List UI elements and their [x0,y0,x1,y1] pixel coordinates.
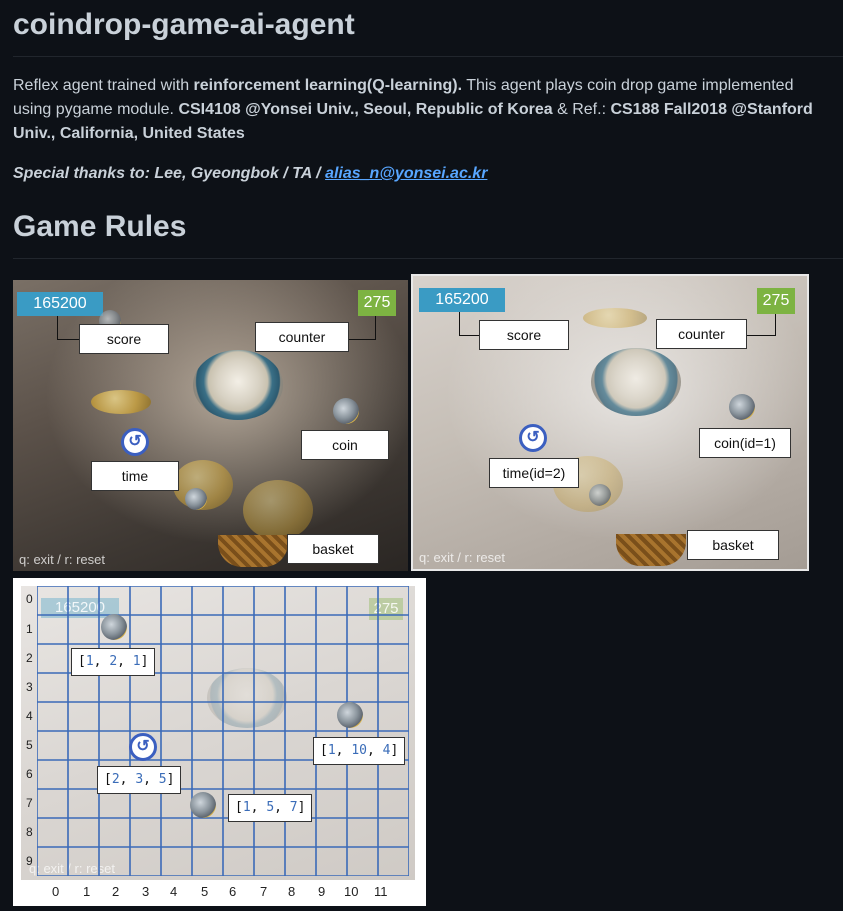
row-label: 7 [26,796,33,810]
desc-bold-1: reinforcement learning(Q-learning). [193,77,463,94]
pile-coin-icon [243,480,313,540]
time-clock-icon: ↺ [129,733,157,761]
time-label: time [91,461,179,491]
coord-label-time: [2, 3, 5] [97,766,182,794]
col-label: 7 [260,884,268,899]
coin-icon [729,394,755,420]
score-label: score [479,320,569,350]
col-label: 3 [142,884,150,899]
falling-coin-icon [91,390,151,414]
score-connector [57,316,58,340]
thanks-text: Special thanks to: Lee, Gyeongbok / TA / [13,165,326,182]
counter-connector [775,314,776,336]
title-divider [13,56,843,57]
col-label: 1 [83,884,91,899]
time-clock-icon: ↺ [519,424,547,452]
desc-bold-3: CS188 Fall2018 @Stanford Univ., Californ… [13,101,813,142]
coin-icon [101,614,127,640]
row-label: 5 [26,738,33,752]
score-display: 165200 [17,292,103,316]
email-link[interactable]: alias_n@yonsei.ac.kr [325,165,488,182]
big-coin-icon [207,668,287,728]
grid-coordinate-panel: 165200 275 q: exit / r: reset 0 1 2 3 4 … [13,578,426,906]
counter-connector [747,335,775,336]
counter-display: 275 [757,288,795,314]
description: Reflex agent trained with reinforcement … [13,74,833,146]
game-screenshot-1: 165200 275 ↺ score counter coin time bas… [13,280,408,571]
desc-text-3: & Ref.: [552,101,611,118]
row-label: 1 [26,622,33,636]
coin-icon [333,398,359,424]
col-label: 11 [374,884,388,899]
big-coin-icon [591,348,681,416]
coin-icon [337,702,363,728]
col-label: 9 [318,884,326,899]
coin-label: coin(id=1) [699,428,791,458]
col-label: 10 [344,884,359,899]
row-label: 8 [26,825,33,839]
counter-display: 275 [358,290,396,316]
col-label: 5 [201,884,209,899]
col-label: 6 [229,884,237,899]
basket-icon [616,534,686,566]
faded-controls-hint: q: exit / r: reset [29,861,115,876]
game-screenshot-2: 165200 275 ↺ score counter coin(id=1) ti… [411,274,809,571]
basket-label: basket [687,530,779,560]
time-clock-icon: ↺ [121,428,149,456]
row-label: 2 [26,651,33,665]
desc-bold-2: CSI4108 @Yonsei Univ., Seoul, Republic o… [178,101,553,118]
coin-label: coin [301,430,389,460]
col-label: 0 [52,884,60,899]
big-coin-icon [193,350,283,420]
coord-label-coin-2: [1, 10, 4] [313,737,406,765]
coin-icon [185,488,207,510]
grid-background: 165200 275 q: exit / r: reset [21,586,415,880]
row-label: 6 [26,767,33,781]
coord-label-coin-3: [1, 5, 7] [228,794,313,822]
falling-coin-icon [583,308,647,328]
time-label: time(id=2) [489,458,579,488]
counter-label: counter [656,319,747,349]
counter-connector [375,316,376,340]
repo-title: coindrop-game-ai-agent [13,8,355,41]
desc-text-1: Reflex agent trained with [13,77,194,94]
section-heading: Game Rules [13,210,187,243]
basket-icon [218,535,288,567]
score-display: 165200 [419,288,505,312]
basket-label: basket [287,534,379,564]
desc-text-2: This agent plays coin drop game implemen… [13,77,794,118]
col-label: 4 [170,884,178,899]
row-label: 0 [26,592,33,606]
coin-icon [190,792,216,818]
score-connector [459,335,481,336]
grid-lines [37,586,409,876]
controls-hint: q: exit / r: reset [419,550,505,565]
row-label: 9 [26,854,33,868]
score-label: score [79,324,169,354]
score-connector [459,312,460,336]
score-connector [57,339,79,340]
controls-hint: q: exit / r: reset [19,552,105,567]
row-label: 4 [26,709,33,723]
col-label: 2 [112,884,120,899]
counter-connector [349,339,375,340]
coord-label-coin-1: [1, 2, 1] [71,648,156,676]
coin-icon [589,484,611,506]
col-label: 8 [288,884,296,899]
section-divider [13,258,843,259]
row-label: 3 [26,680,33,694]
special-thanks: Special thanks to: Lee, Gyeongbok / TA /… [13,163,487,185]
counter-label: counter [255,322,349,352]
